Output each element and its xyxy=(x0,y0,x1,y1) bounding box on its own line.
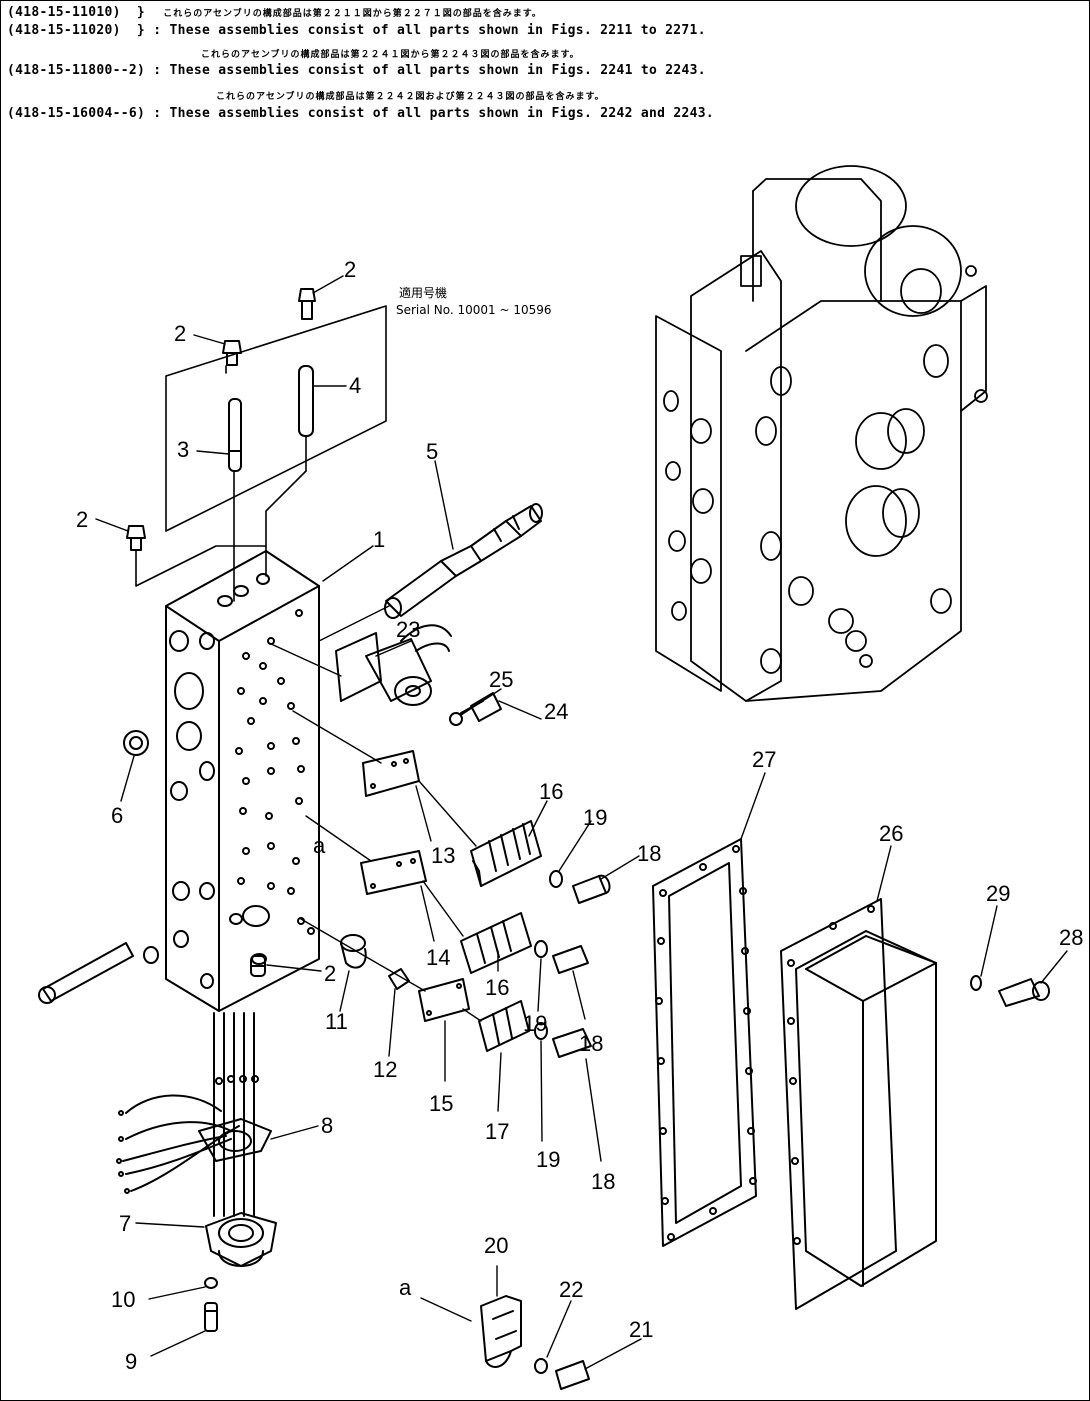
callout-29: 29 xyxy=(986,881,1010,906)
callout-2: 2 xyxy=(174,321,186,346)
callout-27: 27 xyxy=(752,747,776,772)
callout-2: 2 xyxy=(324,961,336,986)
clip-group xyxy=(420,1295,590,1390)
assembly-code: (418-15-11800--2) xyxy=(7,63,146,78)
valve-body-assembly xyxy=(165,550,320,1012)
english-note: : These assemblies consist of all parts … xyxy=(153,63,706,78)
gasket-part xyxy=(652,838,757,1247)
callout-labels: 2 2 4 3 5 2 1 23 25 24 6 a 13 16 19 18 2… xyxy=(76,257,1083,1374)
callout-19: 19 xyxy=(536,1147,560,1172)
small-parts-group xyxy=(38,730,410,1004)
callout-a: a xyxy=(313,833,326,858)
plug-and-pin-group xyxy=(126,288,387,602)
leader-lines xyxy=(95,275,1068,1370)
note-line-6: (418-15-16004--6) : These assemblies con… xyxy=(7,106,714,121)
callout-24: 24 xyxy=(544,699,568,724)
callout-8: 8 xyxy=(321,1113,333,1138)
cover-bolt-group xyxy=(970,975,1050,1007)
callout-23: 23 xyxy=(396,617,420,642)
callout-1: 1 xyxy=(373,527,385,552)
callout-5: 5 xyxy=(426,439,438,464)
callout-25: 25 xyxy=(489,667,513,692)
spool-part xyxy=(318,503,543,642)
callout-15: 15 xyxy=(429,1091,453,1116)
callout-2: 2 xyxy=(344,257,356,282)
note-line-3: これらのアセンブリの構成部品は第２２４１図から第２２４３図の部品を含みます。 xyxy=(201,46,580,61)
note-line-4: (418-15-11800--2) : These assemblies con… xyxy=(7,63,706,78)
callout-14: 14 xyxy=(426,945,450,970)
callout-21: 21 xyxy=(629,1317,653,1342)
callout-20: 20 xyxy=(484,1233,508,1258)
assembly-code: (418-15-16004--6) xyxy=(7,106,146,121)
callout-19: 19 xyxy=(523,1011,547,1036)
callout-7: 7 xyxy=(119,1211,131,1236)
serial-note: Serial No. 10001 ~ 10596 xyxy=(396,303,552,317)
callout-11: 11 xyxy=(325,1009,348,1034)
serial-note-jp: 適用号機 xyxy=(399,285,447,300)
note-line-1: (418-15-11010) } これらのアセンブリの構成部品は第２２１１図から… xyxy=(7,5,542,20)
transmission-housing-reference xyxy=(655,165,988,702)
callout-18: 18 xyxy=(637,841,661,866)
callout-2: 2 xyxy=(76,507,88,532)
callout-16: 16 xyxy=(539,779,563,804)
cover-part xyxy=(780,898,937,1310)
callout-22: 22 xyxy=(559,1277,583,1302)
brace: } xyxy=(136,5,146,20)
callout-10: 10 xyxy=(111,1287,135,1312)
brace: } xyxy=(136,23,146,38)
callout-a: a xyxy=(399,1275,412,1300)
callout-28: 28 xyxy=(1059,925,1083,950)
solenoid-assembly xyxy=(268,624,502,726)
plate-and-connector-group xyxy=(292,710,542,1052)
callout-16: 16 xyxy=(485,975,509,1000)
connector-harness-group xyxy=(116,1012,277,1332)
callout-26: 26 xyxy=(879,821,903,846)
note-line-2: (418-15-11020) } : These assemblies cons… xyxy=(7,23,706,38)
callout-9: 9 xyxy=(125,1349,137,1374)
callout-3: 3 xyxy=(177,437,189,462)
english-note: : These assemblies consist of all parts … xyxy=(153,106,715,121)
note-line-5: これらのアセンブリの構成部品は第２２４２図および第２２４３図の部品を含みます。 xyxy=(216,88,605,103)
english-note: : These assemblies consist of all parts … xyxy=(153,23,706,38)
japanese-note: これらのアセンブリの構成部品は第２２１１図から第２２７１図の部品を含みます。 xyxy=(163,9,542,19)
assembly-code: (418-15-11010) xyxy=(7,5,121,20)
callout-17: 17 xyxy=(485,1119,509,1144)
japanese-note: これらのアセンブリの構成部品は第２２４１図から第２２４３図の部品を含みます。 xyxy=(201,50,580,60)
callout-4: 4 xyxy=(349,373,361,398)
callout-18: 18 xyxy=(591,1169,615,1194)
callout-12: 12 xyxy=(373,1057,397,1082)
washer-and-bolt-group xyxy=(534,870,611,1058)
callout-13: 13 xyxy=(431,843,455,868)
callout-6: 6 xyxy=(111,803,123,828)
callout-18: 18 xyxy=(579,1031,603,1056)
assembly-code: (418-15-11020) xyxy=(7,23,121,38)
callout-19: 19 xyxy=(583,805,607,830)
japanese-note: これらのアセンブリの構成部品は第２２４２図および第２２４３図の部品を含みます。 xyxy=(216,92,605,102)
